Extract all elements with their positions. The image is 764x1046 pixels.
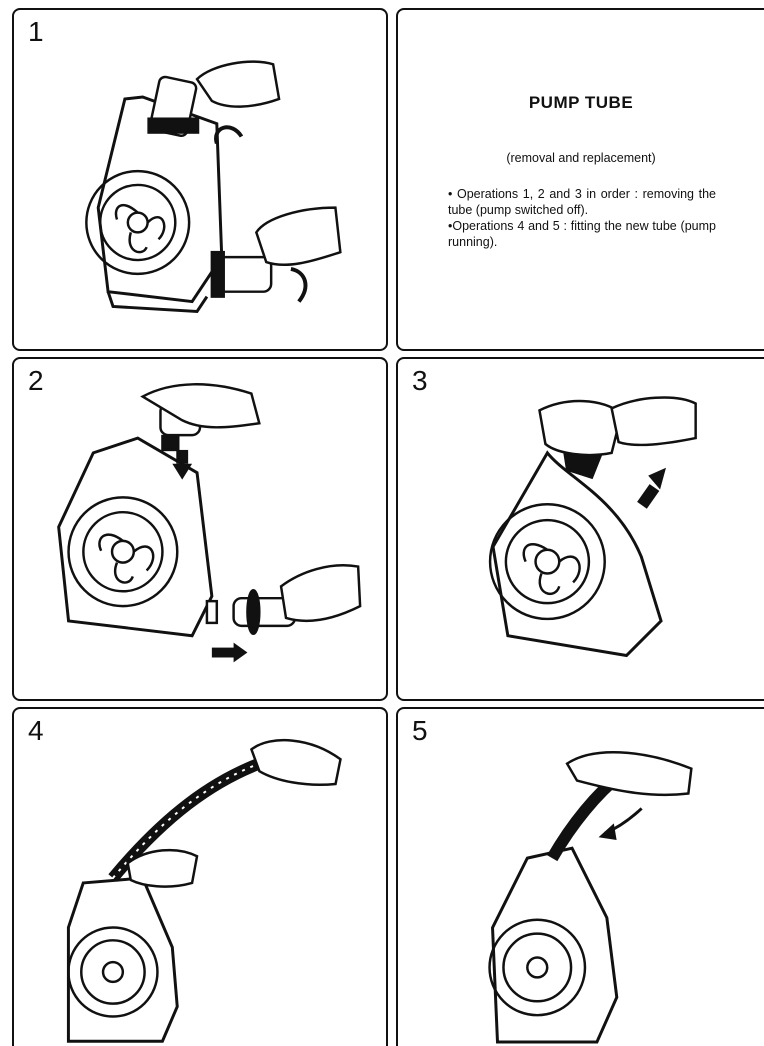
instruction-fitting: •Operations 4 and 5 : fitting the new tu… — [448, 218, 716, 250]
instructions: • Operations 1, 2 and 3 in order : remov… — [448, 186, 716, 250]
step-1-panel: 1 — [12, 8, 388, 351]
pump-illustration — [14, 709, 386, 1046]
step-4-panel: 4 — [12, 707, 388, 1046]
pump-illustration — [14, 10, 386, 349]
arrow-left-icon — [602, 808, 642, 838]
hand-icon — [128, 740, 341, 886]
pump-illustration — [398, 709, 764, 1046]
tube-top — [149, 76, 198, 137]
hand-icon — [539, 398, 695, 455]
arrow-right-icon — [212, 643, 248, 663]
arrow-up-icon — [637, 468, 666, 509]
step-5-panel: 5 — [396, 707, 764, 1046]
step-3-panel: 3 — [396, 357, 764, 701]
pump-illustration — [14, 359, 386, 699]
arrow-up-icon — [172, 450, 192, 480]
tube-bottom — [212, 252, 271, 296]
title-panel: PUMP TUBE (removal and replacement) • Op… — [396, 8, 764, 351]
instruction-removal: • Operations 1, 2 and 3 in order : remov… — [448, 186, 716, 218]
hand-icon — [567, 752, 691, 795]
page-subtitle: (removal and replacement) — [398, 151, 764, 165]
step-2-panel: 2 — [12, 357, 388, 701]
tube — [160, 403, 294, 633]
page-title: PUMP TUBE — [398, 93, 764, 113]
pump-illustration — [398, 359, 764, 699]
